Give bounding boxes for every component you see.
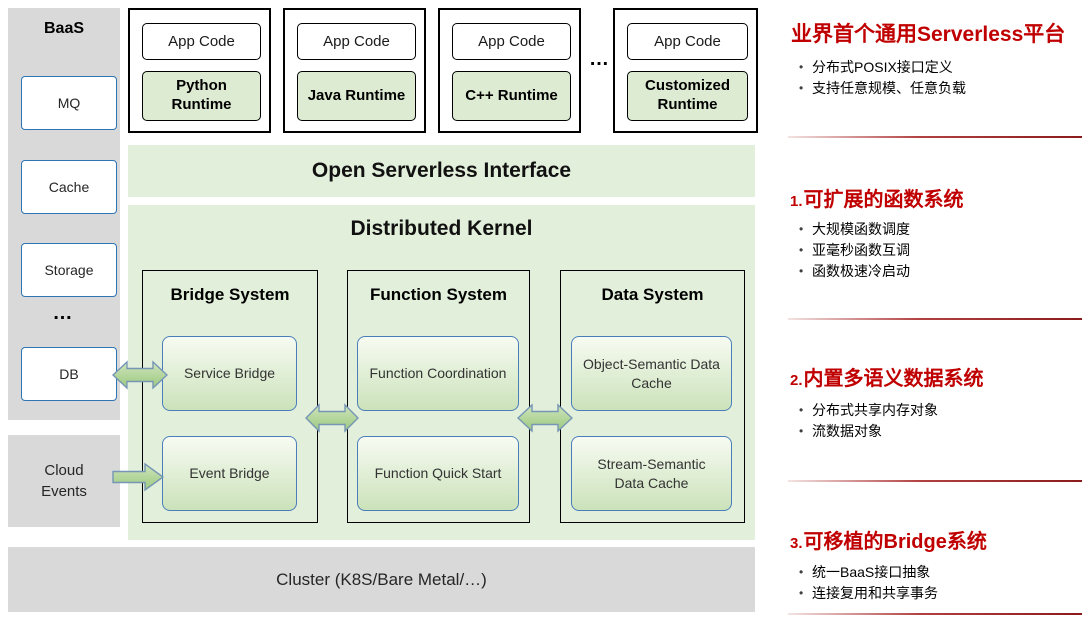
baas-item-cache: Cache [21,160,117,214]
note-title-data-system: 2.内置多语义数据系统 [790,368,984,390]
bullet-icon: • [799,60,804,74]
baas-item-mq: MQ [21,76,117,130]
bullet-icon: • [799,81,804,95]
bridge-system-box: Bridge System Service Bridge Event Bridg… [142,270,318,523]
baas-panel: BaaS MQ Cache Storage … DB [8,8,120,420]
runtime-box-java: App Code Java Runtime [283,8,426,133]
cloud-events-arrow-icon [112,462,164,492]
python-runtime-label: Python Runtime [142,71,261,121]
event-bridge-box: Event Bridge [162,436,297,511]
section-divider [788,613,1082,615]
list-item: •函数极速冷启动 [790,261,1078,282]
note-list-bridge-system: •统一BaaS接口抽象 •连接复用和共享事务 [790,562,1078,604]
list-item: •亚毫秒函数互调 [790,240,1078,261]
notes-panel: 业界首个通用Serverless平台 •分布式POSIX接口定义 •支持任意规模… [788,0,1082,618]
app-code-box: App Code [627,23,748,60]
runtime-box-python: App Code Python Runtime [128,8,271,133]
stream-semantic-cache-box: Stream-Semantic Data Cache [571,436,732,511]
section-divider [788,318,1082,320]
bullet-icon: • [799,243,804,257]
list-item: •分布式POSIX接口定义 [790,57,1078,78]
data-system-title: Data System [601,285,704,304]
function-system-title: Function System [370,285,507,304]
baas-panel-title: BaaS [43,20,85,37]
baas-ellipsis: … [52,302,76,324]
runtime-box-cpp: App Code C++ Runtime [438,8,581,133]
java-runtime-label: Java Runtime [297,71,416,121]
app-code-box: App Code [452,23,571,60]
function-data-double-arrow-icon [517,403,573,433]
bridge-system-title: Bridge System [170,285,290,304]
function-system-box: Function System Function Coordination Fu… [347,270,530,523]
db-bridge-double-arrow-icon [112,360,168,390]
cloud-events-box: Cloud Events [8,435,120,527]
bullet-icon: • [799,586,804,600]
function-coordination-box: Function Coordination [357,336,519,411]
list-item: •连接复用和共享事务 [790,583,1078,604]
cluster-bar: Cluster (K8S/Bare Metal/…) [8,547,755,612]
function-quick-start-box: Function Quick Start [357,436,519,511]
note-title-platform: 业界首个通用Serverless平台 [791,23,1066,46]
list-item: •分布式共享内存对象 [790,400,1078,421]
runtime-ellipsis: … [589,48,611,70]
list-item: •支持任意规模、任意负载 [790,78,1078,99]
list-item: •统一BaaS接口抽象 [790,562,1078,583]
note-title-bridge-system: 3.可移植的Bridge系统 [790,531,987,553]
customized-runtime-label: Customized Runtime [627,71,748,121]
note-list-platform: •分布式POSIX接口定义 •支持任意规模、任意负载 [790,57,1078,99]
bullet-icon: • [799,222,804,236]
bullet-icon: • [799,565,804,579]
baas-item-storage: Storage [21,243,117,297]
list-item: •流数据对象 [790,421,1078,442]
note-list-function-system: •大规模函数调度 •亚毫秒函数互调 •函数极速冷启动 [790,219,1078,282]
open-serverless-interface-bar: Open Serverless Interface [128,145,755,197]
cpp-runtime-label: C++ Runtime [452,71,571,121]
object-semantic-cache-box: Object-Semantic Data Cache [571,336,732,411]
app-code-box: App Code [142,23,261,60]
service-bridge-box: Service Bridge [162,336,297,411]
note-title-function-system: 1.可扩展的函数系统 [790,189,964,211]
bridge-function-double-arrow-icon [305,403,359,433]
distributed-kernel-title: Distributed Kernel [350,217,533,240]
section-divider [788,136,1082,138]
note-list-data-system: •分布式共享内存对象 •流数据对象 [790,400,1078,442]
data-system-box: Data System Object-Semantic Data Cache S… [560,270,745,523]
bullet-icon: • [799,403,804,417]
section-divider [788,480,1082,482]
app-code-box: App Code [297,23,416,60]
list-item: •大规模函数调度 [790,219,1078,240]
bullet-icon: • [799,424,804,438]
runtime-box-customized: App Code Customized Runtime [613,8,758,133]
baas-item-db: DB [21,347,117,401]
bullet-icon: • [799,264,804,278]
